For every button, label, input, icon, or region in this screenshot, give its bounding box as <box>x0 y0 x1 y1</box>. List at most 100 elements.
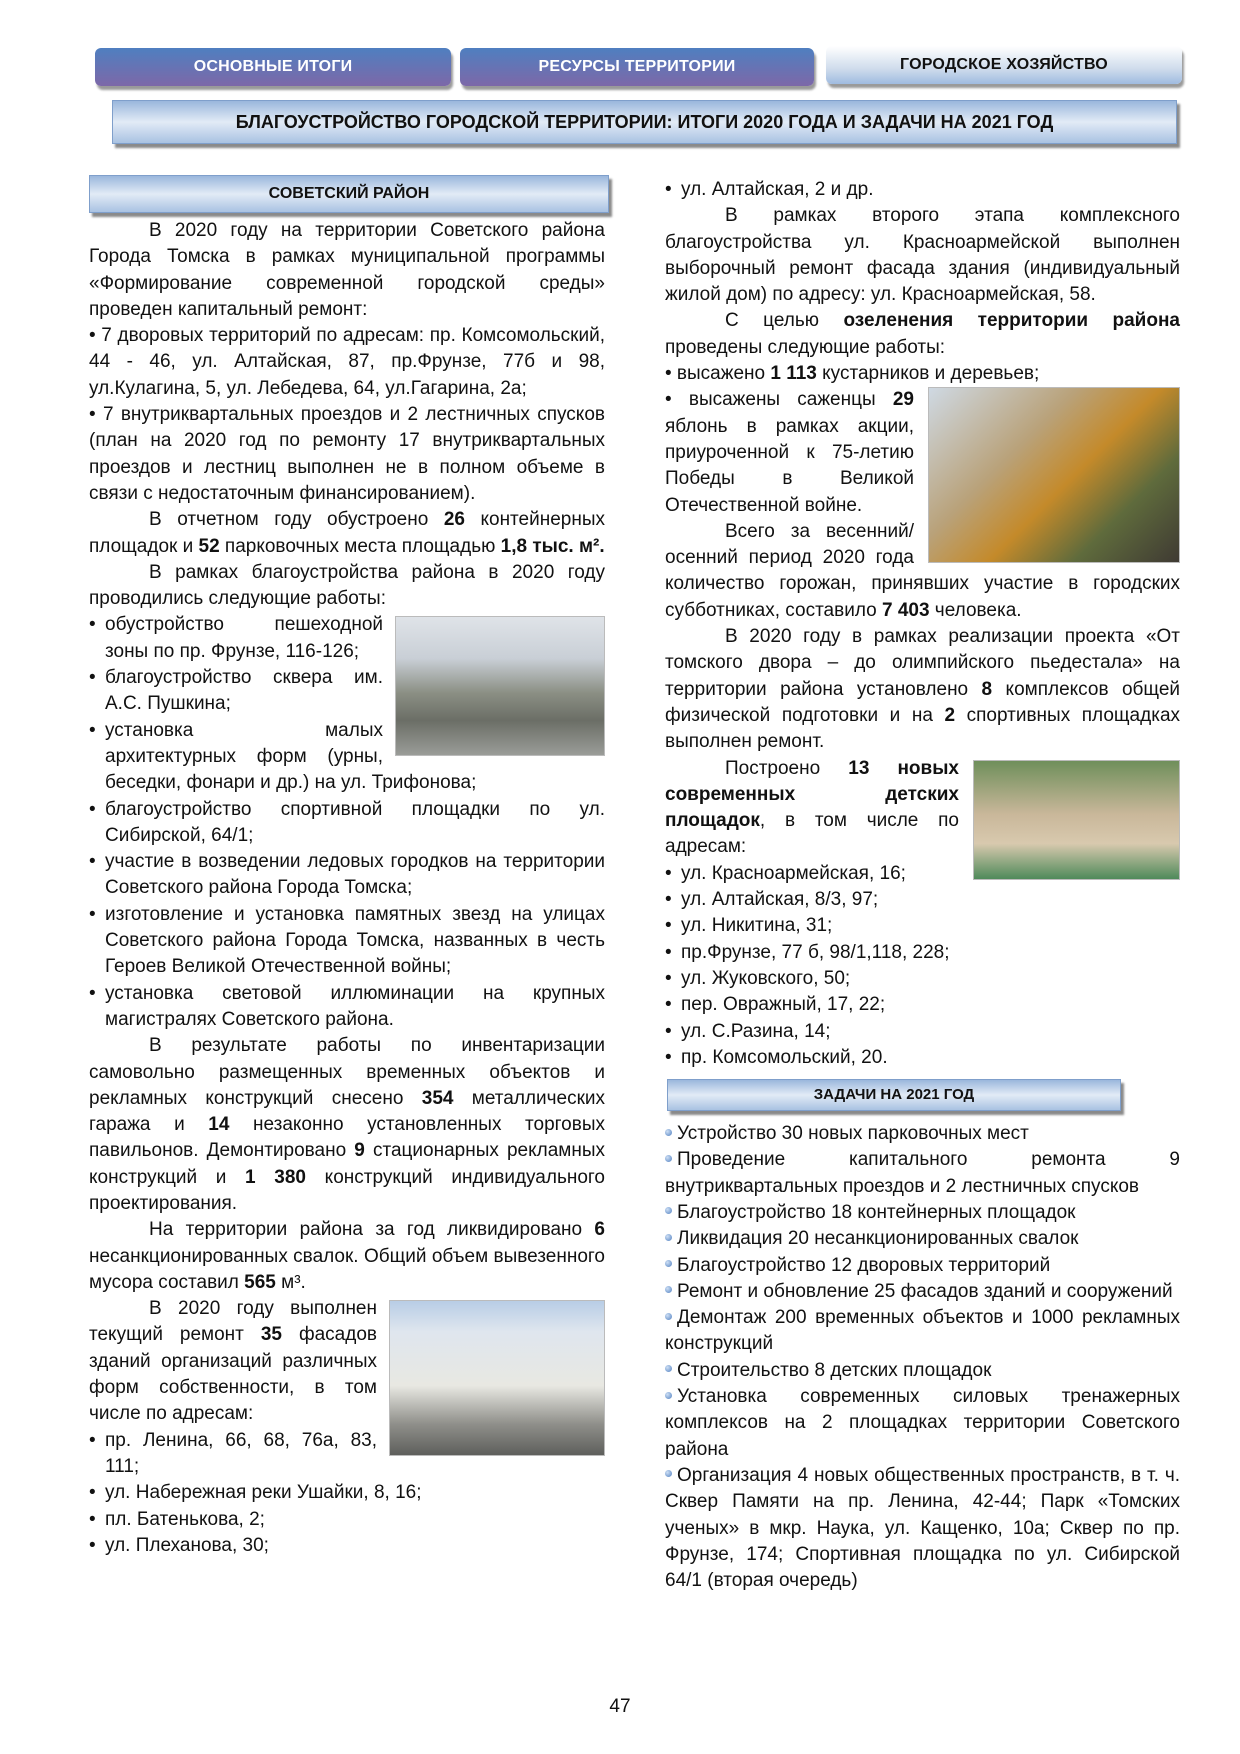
bullet-dot-icon <box>665 1233 672 1241</box>
task-text: Установка современных силовых тренажерны… <box>665 1386 1180 1460</box>
bullet-dot-icon <box>665 1260 672 1268</box>
emphasis-text: 35 <box>260 1324 282 1346</box>
text-segment: ул. Никитина, 31; <box>681 915 833 937</box>
paragraph: В рамках благоустройства района в 2020 г… <box>89 560 605 613</box>
emphasis-text: 7 403 <box>881 599 930 621</box>
bullet-dot-icon <box>665 1391 672 1399</box>
text-segment: изготовление и установка памятных звезд … <box>105 903 605 978</box>
text-segment: ул. С.Разина, 14; <box>681 1020 831 1042</box>
emphasis-text: 1 380 <box>245 1166 306 1188</box>
task-text: Устройство 30 новых парковочных мест <box>677 1123 1029 1145</box>
photo-playground <box>973 759 1180 880</box>
text-segment: конструкций индивидуального проектирован… <box>89 1166 606 1214</box>
emphasis-text: 8 <box>981 678 993 700</box>
text-segment: В рамках благоустройства района в 2020 г… <box>89 561 605 610</box>
emphasis-text: 6 <box>594 1219 605 1241</box>
list-item: благоустройство сквера им. А.С. Пушкина; <box>89 665 605 718</box>
text-segment: В 2020 году выполнен текущий ремонт <box>89 1298 377 1346</box>
task-item: Установка современных силовых тренажерны… <box>665 1384 1180 1463</box>
text-segment: В 2020 году в рамках реализации проекта … <box>665 626 1180 700</box>
text-segment: , в том числе по адресам: <box>665 810 959 858</box>
tab-main-results[interactable]: ОСНОВНЫЕ ИТОГИ <box>95 48 451 86</box>
bullet-dot-icon <box>665 1128 672 1136</box>
list-item: обустройство пешеходной зоны по пр. Фрун… <box>89 612 605 665</box>
task-text: Организация 4 новых общественных простра… <box>665 1464 1180 1592</box>
emphasis-text: 565 <box>244 1271 276 1293</box>
paragraph: В отчетном году обустроено 26 контейнерн… <box>89 507 605 560</box>
text-segment: благоустройство спортивной площадки по у… <box>105 798 605 846</box>
task-item: Устройство 30 новых парковочных мест <box>665 1121 1180 1147</box>
task-item: Организация 4 новых общественных простра… <box>665 1463 1180 1594</box>
text-segment: На территории района за год ликвидирован… <box>149 1219 595 1241</box>
photo-monument-square <box>395 616 605 757</box>
task-item: Ликвидация 20 несанкционированных свалок <box>665 1226 1180 1252</box>
list-item: пл. Батенькова, 2; <box>89 1507 605 1533</box>
text-segment: металлических гаража и <box>89 1087 606 1136</box>
list-item: • 7 дворовых территорий по адресам: пр. … <box>89 323 605 402</box>
tab-city-economy[interactable]: ГОРОДСКОЕ ХОЗЯЙСТВО <box>826 46 1182 84</box>
right-column: ул. Алтайская, 2 и др. В рамках второго э… <box>665 177 1180 1594</box>
text-segment: фасадов зданий организаций различных фор… <box>89 1324 377 1425</box>
task-text: Благоустройство 18 контейнерных площадок <box>677 1201 1076 1223</box>
text-segment: • 7 внутриквартальных проездов и 2 лестн… <box>89 404 605 504</box>
text-segment: участие в возведении ледовых городков на… <box>105 851 605 899</box>
task-text: Ремонт и обновление 25 фасадов зданий и … <box>677 1280 1173 1302</box>
text-segment: ул. Алтайская, 2 и др. <box>681 179 874 200</box>
text-segment: незаконно установленных торговых павильо… <box>89 1114 605 1162</box>
text-segment: Всего за весенний/осенний период 2020 го… <box>665 520 1180 621</box>
text-segment: пр.Фрунзе, 77 б, 98/1,118, 228; <box>681 941 950 963</box>
bullet-dot-icon <box>665 1286 672 1294</box>
tab-territory-resources[interactable]: РЕСУРСЫ ТЕРРИТОРИИ <box>460 48 814 86</box>
page-title: БЛАГОУСТРОЙСТВО ГОРОДСКОЙ ТЕРРИТОРИИ: ИТ… <box>112 100 1177 144</box>
bullet-dot-icon <box>665 1365 672 1373</box>
list-item: ул. Алтайская, 2 и др. <box>665 177 1180 203</box>
text-segment: • 7 дворовых территорий по адресам: пр. … <box>89 325 605 399</box>
text-segment: В рамках второго этапа комплексного благ… <box>665 205 1180 306</box>
task-text: Ликвидация 20 несанкционированных свалок <box>677 1228 1079 1250</box>
list-item: пр. Ленина, 66, 68, 76а, 83, 111; <box>89 1428 605 1481</box>
task-text: Проведение капитального ремонта 9 внутри… <box>665 1149 1180 1197</box>
text-segment: стационарных рекламных конструкций и <box>89 1140 605 1188</box>
task-item: Строительство 8 детских площадок <box>665 1358 1180 1384</box>
paragraph: В рамках второго этапа комплексного благ… <box>665 203 1180 308</box>
text-segment: установка малых архитектурных форм (урны… <box>105 719 477 794</box>
text-segment: С целью <box>725 310 844 332</box>
paragraph: В результате работы по инвентаризации са… <box>89 1033 605 1217</box>
text-segment: ул. Набережная реки Ушайки, 8, 16; <box>105 1482 422 1504</box>
task-item: Проведение капитального ремонта 9 внутри… <box>665 1147 1180 1200</box>
list-item: изготовление и установка памятных звезд … <box>89 902 605 981</box>
emphasis-text: 354 <box>421 1087 454 1109</box>
list-item: ул. Никитина, 31; <box>665 913 1180 939</box>
emphasis-text: 9 <box>354 1140 365 1162</box>
list-item: • высажены саженцы 29 яблонь в рамках ак… <box>665 387 1180 518</box>
text-segment: человека. <box>929 599 1022 621</box>
page-number: 47 <box>609 1696 631 1717</box>
paragraph: С целью озеленения территории района про… <box>665 308 1180 361</box>
text-segment: установка световой иллюминации на крупны… <box>105 982 605 1030</box>
task-item: Ремонт и обновление 25 фасадов зданий и … <box>665 1279 1180 1305</box>
emphasis-text: 29 <box>892 389 914 411</box>
text-segment: обустройство пешеходной зоны по пр. Фрун… <box>105 614 383 662</box>
emphasis-text: озеленения территории района <box>843 310 1180 332</box>
text-segment: комплексов общей физической подготовки и… <box>665 678 1180 726</box>
text-segment: ул. Алтайская, 8/3, 97; <box>681 889 879 911</box>
text-segment: благоустройство сквера им. А.С. Пушкина; <box>105 667 383 715</box>
paragraph: В 2020 году выполнен текущий ремонт 35 ф… <box>89 1296 605 1427</box>
paragraph: В 2020 году в рамках реализации проекта … <box>665 624 1180 755</box>
emphasis-text: 13 новых современных детских площадок <box>665 757 959 832</box>
list-item: ул. Алтайская, 8/3, 97; <box>665 887 1180 913</box>
list-item: благоустройство спортивной площадки по у… <box>89 797 605 850</box>
emphasis-text: 2 <box>944 704 956 726</box>
text-segment: яблонь в рамках акции, приуроченной к 75… <box>665 415 914 516</box>
list-item: пр.Фрунзе, 77 б, 98/1,118, 228; <box>665 940 1180 966</box>
task-text: Демонтаж 200 временных объектов и 1000 р… <box>665 1307 1180 1355</box>
list-item: участие в возведении ледовых городков на… <box>89 849 605 902</box>
bullet-dot-icon <box>665 1154 672 1162</box>
text-segment: ул. Красноармейская, 16; <box>681 862 906 884</box>
text-segment: несанкционированных свалок. Общий объем … <box>89 1245 605 1293</box>
text-segment: • высажено <box>665 363 771 385</box>
text-segment: пр. Ленина, 66, 68, 76а, 83, 111; <box>105 1429 377 1477</box>
task-item: Благоустройство 12 дворовых территорий <box>665 1253 1180 1279</box>
photo-historic-building <box>389 1300 605 1457</box>
